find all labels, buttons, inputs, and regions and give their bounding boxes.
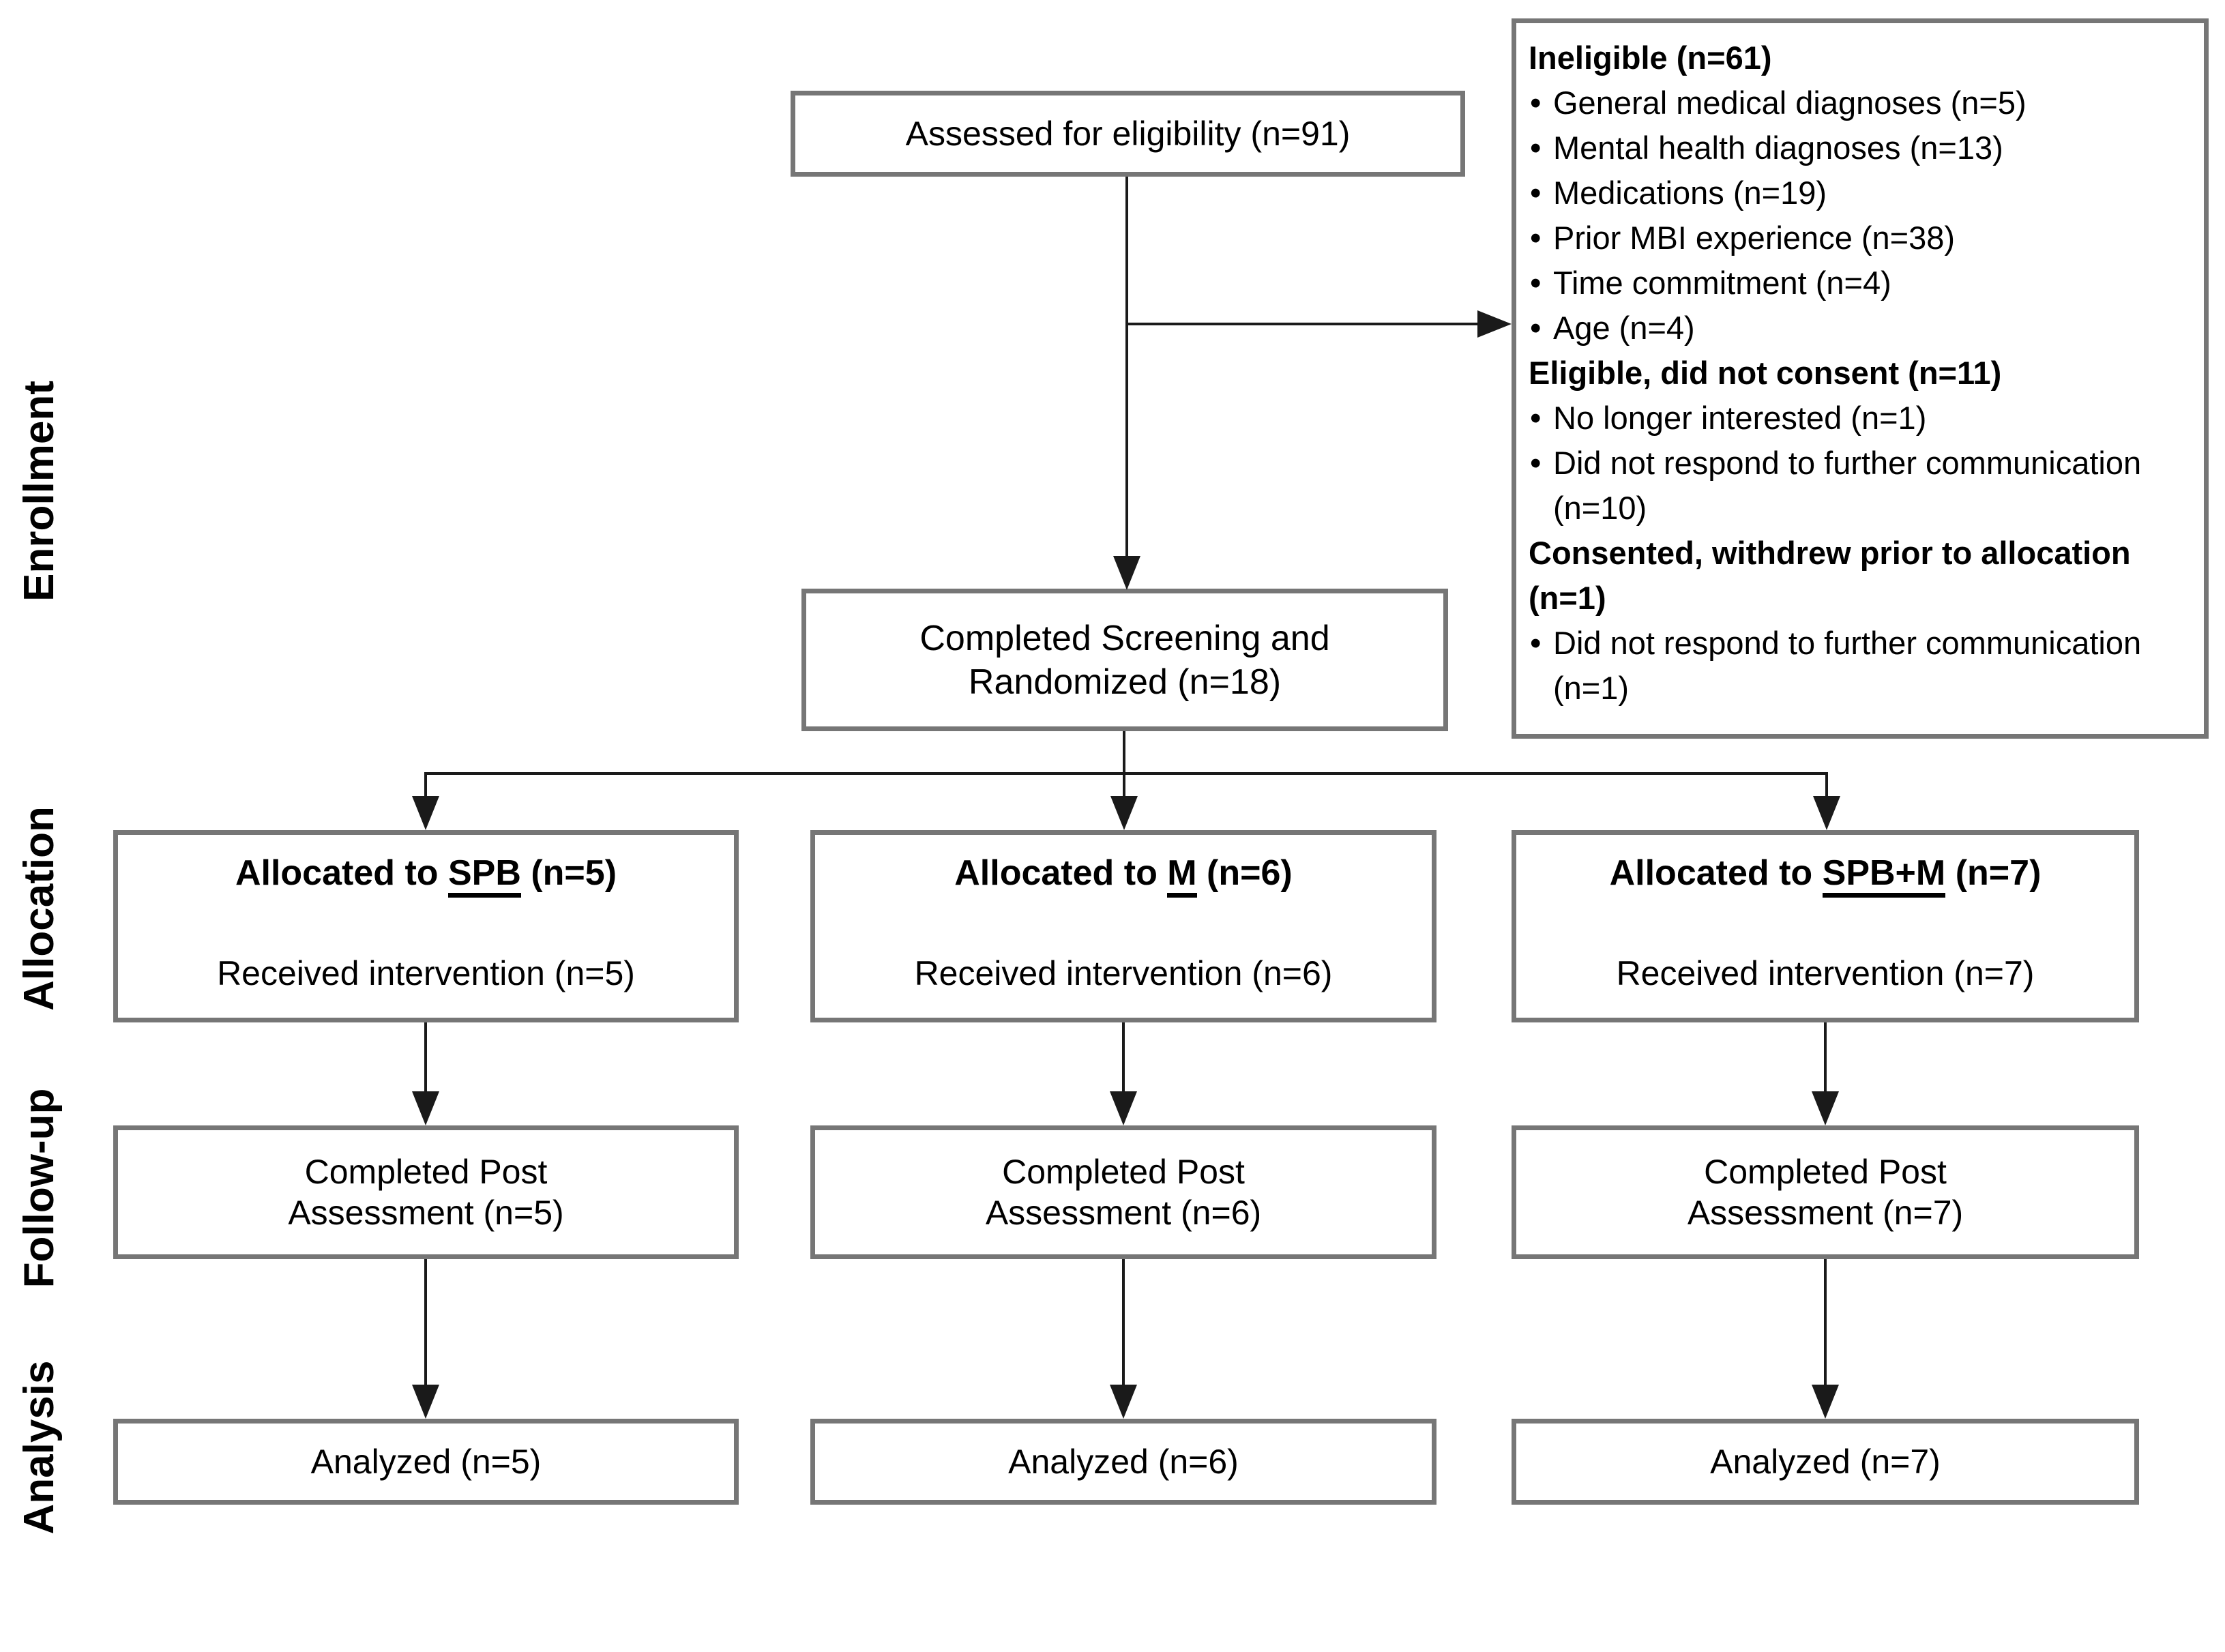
exclusion-item: • Did not respond to further communicatio… — [1529, 621, 2194, 711]
allocation-prefix: Allocated to — [235, 853, 448, 893]
allocation-prefix: Allocated to — [954, 853, 1168, 893]
connector-to-exclusions — [1125, 323, 1481, 325]
arrow-down-icon — [412, 796, 439, 830]
bullet-icon: • — [1530, 310, 1542, 346]
connector-assessed-to-randomized — [1125, 177, 1128, 556]
consort-flow-diagram: Enrollment Allocation Follow-up Analysis… — [15, 18, 2209, 1535]
stage-label-enrollment: Enrollment — [15, 381, 63, 602]
arrow-down-icon — [1110, 796, 1138, 830]
exclusion-item: • Mental health diagnoses (n=13) — [1529, 126, 2194, 171]
exclusion-item-text: Mental health diagnoses (n=13) — [1553, 130, 2003, 166]
connector-alloc-to-followup-spb — [424, 1022, 427, 1093]
followup-text-line2: Assessment (n=7) — [1687, 1194, 1964, 1232]
received-intervention-text: Received intervention (n=6) — [914, 954, 1333, 992]
group-name: M — [1167, 853, 1197, 898]
arrow-down-icon — [1812, 1385, 1839, 1419]
analysis-box-spb: Analyzed (n=5) — [113, 1419, 739, 1505]
bullet-icon: • — [1530, 130, 1542, 166]
followup-text-line2: Assessment (n=6) — [985, 1194, 1262, 1232]
analysis-box-m: Analyzed (n=6) — [810, 1419, 1436, 1505]
arrow-down-icon — [1110, 1385, 1137, 1419]
branch-line — [424, 772, 1828, 775]
arrow-down-icon — [1813, 796, 1840, 830]
connector-branch-to-spbm — [1825, 773, 1828, 797]
allocation-title: Allocated to SPB (n=5) — [235, 853, 617, 898]
exclusion-item-text: No longer interested (n=1) — [1553, 400, 1927, 436]
allocation-box-m: Allocated to M (n=6) Received interventi… — [810, 830, 1436, 1022]
group-name: SPB+M — [1822, 853, 1946, 898]
exclusions-box: Ineligible (n=61) • General medical diagn… — [1512, 18, 2209, 739]
connector-alloc-to-followup-spbm — [1824, 1022, 1827, 1093]
exclusion-section-header: Ineligible (n=61) — [1529, 40, 1772, 76]
followup-text-line2: Assessment (n=5) — [288, 1194, 564, 1232]
connector-followup-to-analysis-spbm — [1824, 1259, 1827, 1386]
exclusion-item-text: Age (n=4) — [1553, 310, 1695, 346]
exclusion-item-text: Time commitment (n=4) — [1553, 265, 1891, 301]
connector-branch-to-spb — [424, 773, 427, 797]
arrow-right-icon — [1477, 310, 1512, 338]
allocation-box-spb: Allocated to SPB (n=5) Received interven… — [113, 830, 739, 1022]
connector-randomized-to-branch — [1123, 731, 1125, 773]
exclusion-item-text: General medical diagnoses (n=5) — [1553, 85, 2027, 121]
bullet-icon: • — [1530, 175, 1542, 211]
connector-followup-to-analysis-spb — [424, 1259, 427, 1386]
exclusion-item: • Age (n=4) — [1529, 306, 2194, 351]
exclusion-item: • No longer interested (n=1) — [1529, 396, 2194, 441]
followup-box-spb: Completed Post Assessment (n=5) — [113, 1125, 739, 1259]
arrow-down-icon — [1113, 556, 1140, 590]
received-intervention-text: Received intervention (n=7) — [1616, 954, 2035, 992]
bullet-icon: • — [1530, 85, 1542, 121]
allocation-box-spbm: Allocated to SPB+M (n=7) Received interv… — [1512, 830, 2139, 1022]
allocation-prefix: Allocated to — [1609, 853, 1823, 893]
exclusion-section-header: Eligible, did not consent (n=11) — [1529, 355, 2002, 391]
exclusion-item: • Medications (n=19) — [1529, 171, 2194, 216]
exclusion-item: • General medical diagnoses (n=5) — [1529, 80, 2194, 126]
connector-branch-to-m — [1123, 773, 1125, 797]
arrow-down-icon — [1110, 1091, 1137, 1125]
assessed-eligibility-box: Assessed for eligibility (n=91) — [791, 91, 1465, 177]
arrow-down-icon — [412, 1385, 439, 1419]
exclusion-item: • Time commitment (n=4) — [1529, 261, 2194, 306]
allocation-n: (n=7) — [1945, 853, 2042, 893]
randomized-text-line2: Randomized (n=18) — [968, 662, 1282, 702]
exclusion-item-text: Medications (n=19) — [1553, 175, 1827, 211]
stage-label-analysis: Analysis — [15, 1360, 63, 1535]
arrow-down-icon — [412, 1091, 439, 1125]
analyzed-text: Analyzed (n=5) — [310, 1443, 542, 1481]
received-intervention-text: Received intervention (n=5) — [217, 954, 635, 992]
bullet-icon: • — [1530, 400, 1542, 436]
arrow-down-icon — [1812, 1091, 1839, 1125]
exclusion-item-text: Prior MBI experience (n=38) — [1553, 220, 1956, 256]
allocation-n: (n=6) — [1196, 853, 1293, 893]
bullet-icon: • — [1530, 220, 1542, 256]
allocation-n: (n=5) — [520, 853, 617, 893]
followup-box-m: Completed Post Assessment (n=6) — [810, 1125, 1436, 1259]
analysis-box-spbm: Analyzed (n=7) — [1512, 1419, 2139, 1505]
exclusion-item-text: Did not respond to further communication… — [1553, 445, 2142, 526]
analyzed-text: Analyzed (n=6) — [1008, 1443, 1239, 1481]
analyzed-text: Analyzed (n=7) — [1710, 1443, 1941, 1481]
connector-alloc-to-followup-m — [1122, 1022, 1125, 1093]
bullet-icon: • — [1530, 625, 1542, 661]
connector-followup-to-analysis-m — [1122, 1259, 1125, 1386]
assessed-eligibility-text: Assessed for eligibility (n=91) — [905, 115, 1351, 153]
allocation-title: Allocated to SPB+M (n=7) — [1609, 853, 2042, 898]
randomized-box: Completed Screening and Randomized (n=18… — [801, 589, 1448, 731]
followup-text-line1: Completed Post — [304, 1153, 548, 1191]
followup-text-line1: Completed Post — [1002, 1153, 1245, 1191]
randomized-text-line1: Completed Screening and — [919, 618, 1330, 658]
followup-box-spbm: Completed Post Assessment (n=7) — [1512, 1125, 2139, 1259]
bullet-icon: • — [1530, 265, 1542, 301]
bullet-icon: • — [1530, 445, 1542, 481]
exclusion-section-header: Consented, withdrew prior to allocation … — [1529, 535, 2131, 616]
exclusion-item: • Did not respond to further communicatio… — [1529, 441, 2194, 531]
group-name: SPB — [447, 853, 521, 898]
allocation-title: Allocated to M (n=6) — [954, 853, 1293, 898]
followup-text-line1: Completed Post — [1704, 1153, 1947, 1191]
exclusion-item: • Prior MBI experience (n=38) — [1529, 216, 2194, 261]
exclusion-item-text: Did not respond to further communication… — [1553, 625, 2142, 706]
